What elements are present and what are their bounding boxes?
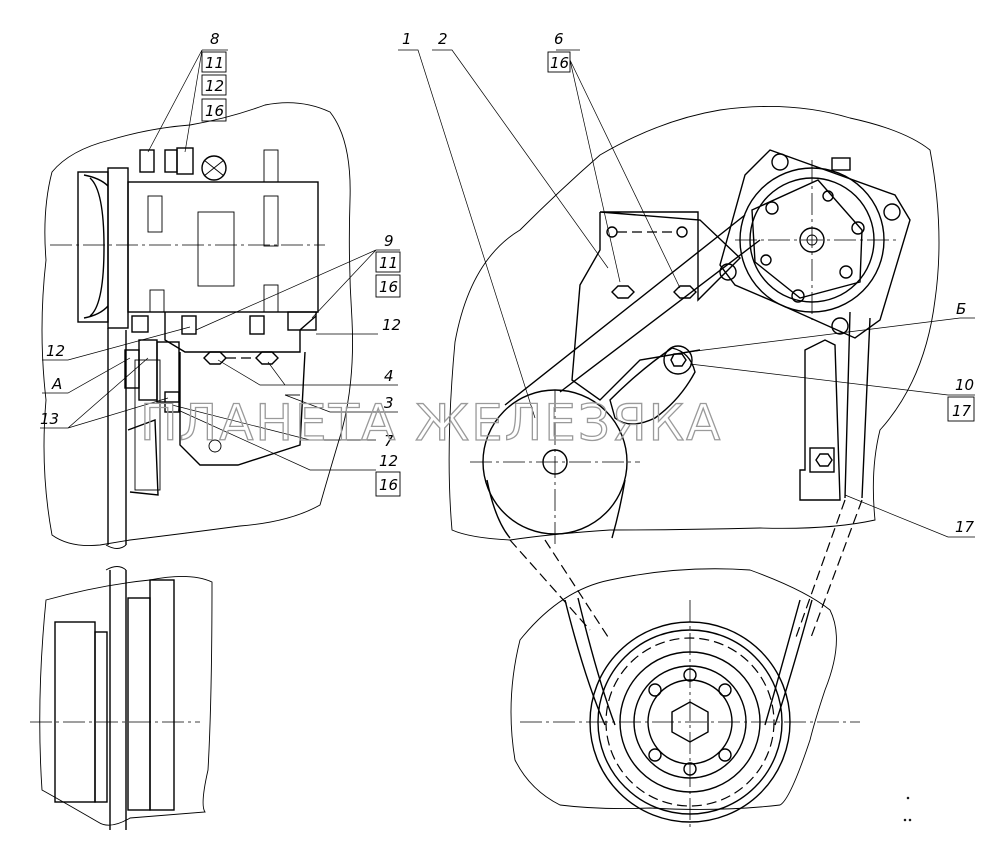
callout-9: 9 <box>384 232 394 250</box>
callout-a: А <box>51 375 62 393</box>
callout-12-left: 12 <box>46 342 65 360</box>
callout-7: 7 <box>384 432 394 450</box>
callout-2: 2 <box>438 30 448 48</box>
callout-10: 10 <box>955 376 974 394</box>
side-view-compressor <box>30 102 354 830</box>
callout-1: 1 <box>402 30 412 48</box>
callout-9-11: 11 <box>379 254 398 272</box>
callout-8-16: 16 <box>205 102 224 120</box>
callout-10-17: 17 <box>952 402 972 420</box>
callout-6: 6 <box>554 30 564 48</box>
callout-13: 13 <box>40 410 59 428</box>
callout-8: 8 <box>210 30 220 48</box>
callout-cells <box>201 51 975 497</box>
front-view-belt-drive <box>448 105 940 830</box>
callout-17: 17 <box>955 518 975 536</box>
callout-8-12: 12 <box>205 77 224 95</box>
callout-8-11: 11 <box>205 54 224 72</box>
callout-6-16: 16 <box>550 54 569 72</box>
watermark-text: ПЛАНЕТА ЖЕЛЕЗЯКА <box>140 394 722 452</box>
callout-labels: 8 11 12 16 9 11 16 12 12 А 4 13 3 7 12 1… <box>40 30 975 536</box>
callout-12-low-16: 16 <box>379 476 398 494</box>
callout-3: 3 <box>384 394 394 412</box>
callout-9-16: 16 <box>379 278 398 296</box>
leader-lines <box>40 49 975 538</box>
callout-4: 4 <box>384 367 394 385</box>
callout-12-low: 12 <box>379 452 398 470</box>
callout-12-right: 12 <box>382 316 401 334</box>
callout-b: Б <box>956 300 966 318</box>
